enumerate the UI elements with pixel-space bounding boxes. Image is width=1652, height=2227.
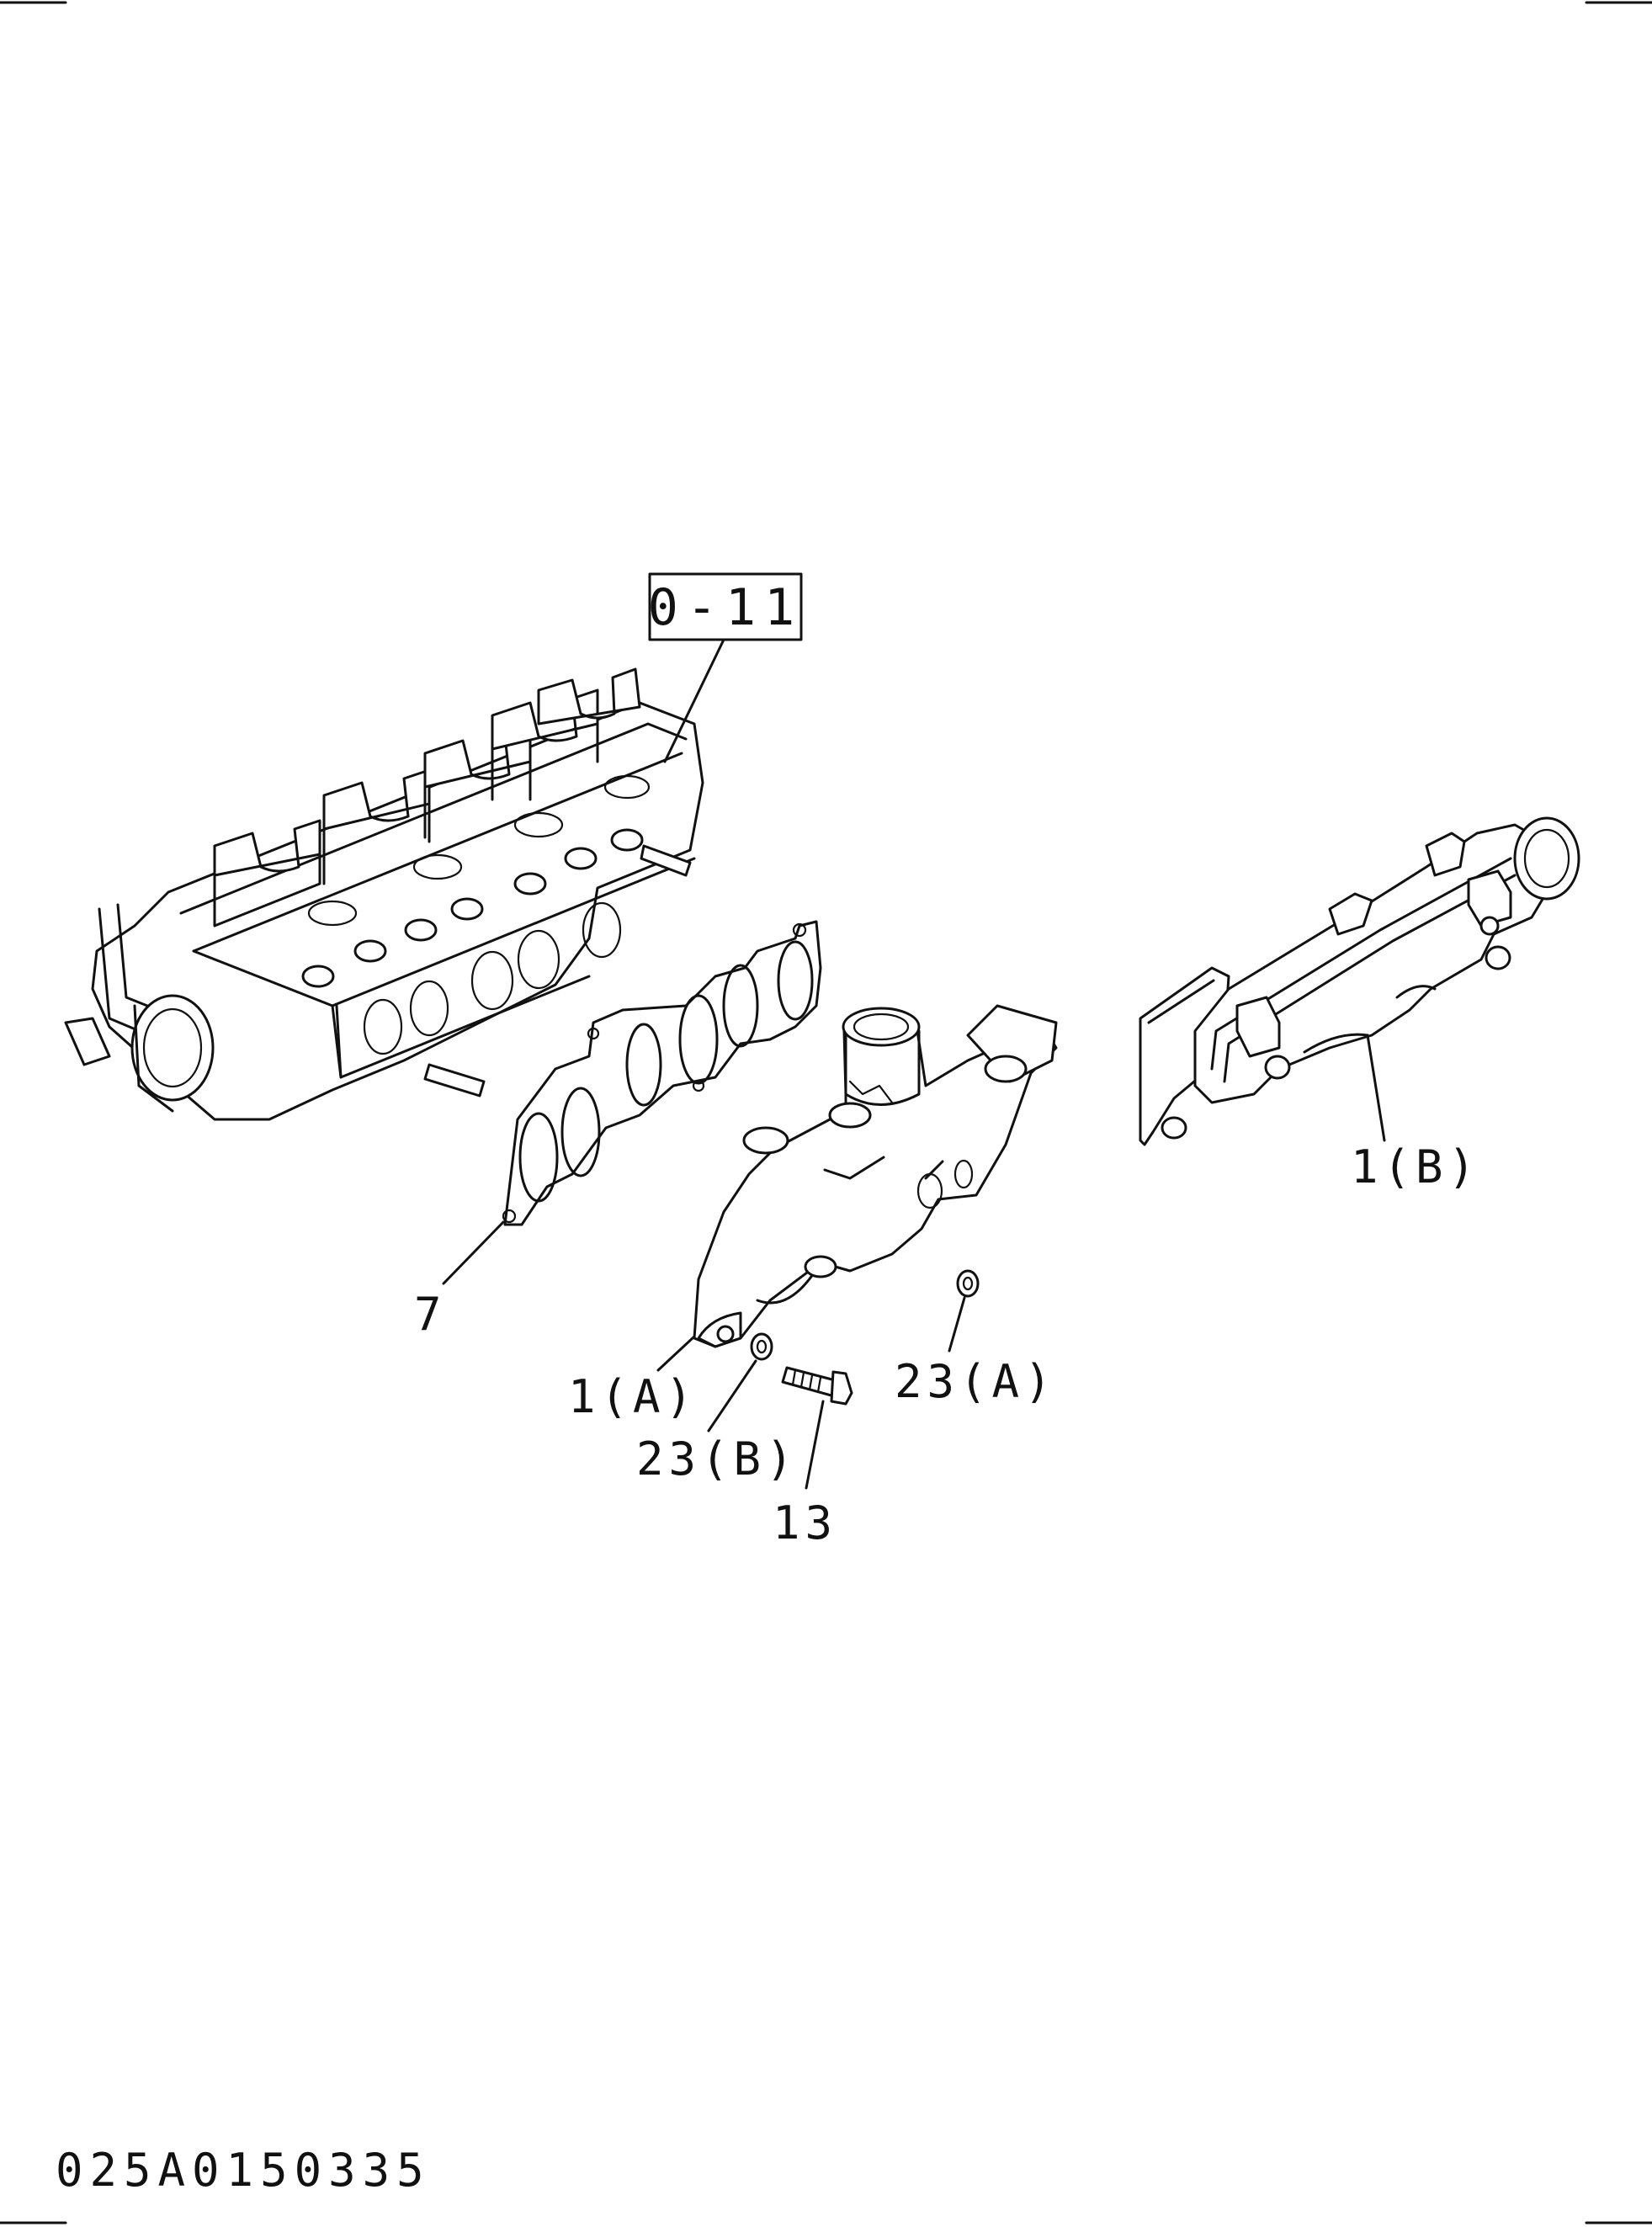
washer-b-drawing xyxy=(707,1332,773,1432)
leader-line-gasket xyxy=(442,1220,505,1285)
exhaust-manifold-b-drawing xyxy=(1139,816,1580,1146)
callout-gasket: 7 xyxy=(414,1288,447,1341)
callout-washer-a: 23(A) xyxy=(895,1355,1057,1408)
leader-line-manifold-a xyxy=(656,1335,696,1372)
drawing-code: 025A0150335 xyxy=(56,2144,431,2197)
leader-line-bolt xyxy=(805,1400,825,1490)
leader-line-manifold-b xyxy=(1366,1034,1386,1142)
reference-box: 0-11 xyxy=(648,572,804,641)
cylinder-head-drawing xyxy=(64,638,725,1121)
bolt-drawing xyxy=(781,1366,853,1490)
leader-line-washer-b xyxy=(707,1359,757,1432)
callout-washer-b: 23(B) xyxy=(636,1432,799,1486)
manifold-gasket-drawing xyxy=(442,920,822,1285)
callout-manifold-a: 1(A) xyxy=(568,1370,698,1423)
leader-line-washer-a xyxy=(948,1296,966,1353)
washer-a-drawing xyxy=(948,1269,980,1353)
exhaust-manifold-a-drawing xyxy=(656,1004,1058,1372)
leader-line-reference xyxy=(663,638,725,763)
callout-manifold-b: 1(B) xyxy=(1351,1140,1480,1193)
reference-box-label: 0-11 xyxy=(648,578,804,637)
callout-bolt: 13 xyxy=(773,1496,837,1549)
